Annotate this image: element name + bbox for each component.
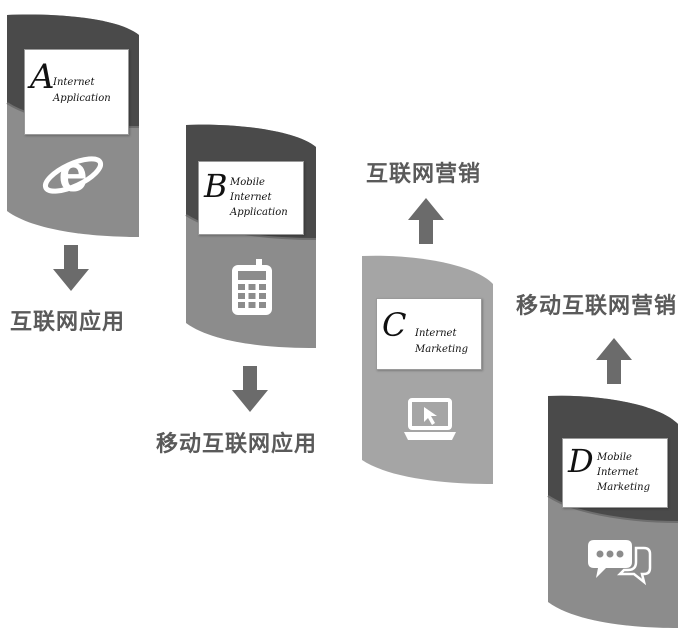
internet-explorer-icon: e — [42, 145, 104, 203]
card-d-letter: D — [568, 442, 594, 480]
card-d-name-line-2: Internet — [597, 467, 639, 478]
stage-card-a: A Internet Application e — [6, 14, 140, 238]
calculator-phone-icon — [232, 259, 272, 315]
arrow-up-c — [408, 198, 444, 244]
arrow-down-a — [53, 245, 89, 291]
laptop-cursor-icon — [404, 398, 456, 440]
card-b-label: B Mobile Internet Application — [198, 161, 304, 235]
caption-c: 互联网营销 — [366, 162, 482, 187]
card-a-letter: A — [30, 57, 55, 97]
stage-card-c: C Internet Marketing — [362, 255, 493, 484]
caption-b: 移动互联网应用 — [156, 432, 318, 457]
caption-d: 移动互联网营销 — [516, 294, 678, 319]
card-d-shape — [547, 395, 679, 628]
card-a-name-line-1: Internet — [53, 77, 95, 88]
card-a-label: A Internet Application — [24, 49, 129, 135]
card-a-name-line-2: Application — [53, 93, 111, 104]
chat-bubbles-icon — [588, 540, 652, 586]
caption-a: 互联网应用 — [10, 310, 126, 335]
card-c-name-line-2: Marketing — [415, 344, 469, 355]
card-b-name-line-2: Internet — [230, 192, 272, 203]
card-c-shape — [362, 255, 493, 484]
card-d-name-line-3: Marketing — [597, 482, 651, 493]
card-d-name-line-1: Mobile — [597, 452, 632, 463]
stage-card-b: B Mobile Internet Application — [185, 124, 317, 348]
card-c-letter: C — [382, 306, 407, 344]
arrow-up-d — [596, 338, 632, 384]
arrow-down-b — [232, 366, 268, 412]
card-b-name-line-1: Mobile — [230, 177, 265, 188]
stage-card-d: D Mobile Internet Marketing — [547, 395, 679, 628]
card-b-name-line-3: Application — [230, 207, 288, 218]
card-c-label: C Internet Marketing — [376, 298, 482, 370]
card-b-letter: B — [204, 167, 228, 205]
svg-text:e: e — [59, 145, 88, 203]
card-c-name-line-1: Internet — [415, 328, 457, 339]
card-d-label: D Mobile Internet Marketing — [562, 438, 668, 508]
